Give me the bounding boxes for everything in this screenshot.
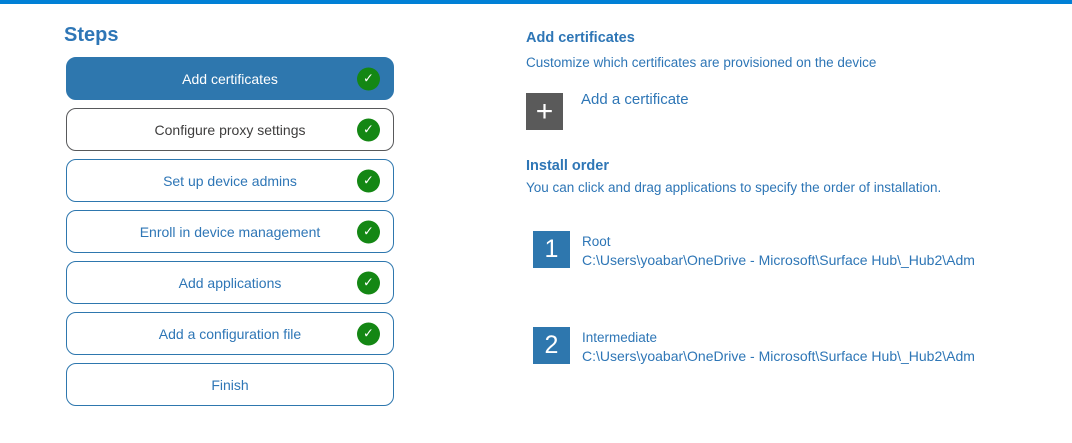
step-add-applications[interactable]: Add applications ✓ <box>66 261 394 304</box>
page-subtitle: Customize which certificates are provisi… <box>526 55 877 70</box>
certificate-path: C:\Users\yoabar\OneDrive - Microsoft\Sur… <box>582 348 975 364</box>
check-icon: ✓ <box>357 169 380 192</box>
check-icon: ✓ <box>357 67 380 90</box>
page-title: Add certificates <box>526 30 635 46</box>
order-number-badge: 2 <box>533 327 570 364</box>
check-icon: ✓ <box>357 271 380 294</box>
step-set-up-device-admins[interactable]: Set up device admins ✓ <box>66 159 394 202</box>
install-order-heading: Install order <box>526 158 609 174</box>
check-icon: ✓ <box>357 220 380 243</box>
step-label: Finish <box>211 376 249 393</box>
order-item-text: Root C:\Users\yoabar\OneDrive - Microsof… <box>582 231 975 269</box>
certificate-name: Intermediate <box>582 330 658 345</box>
step-label: Configure proxy settings <box>154 121 306 138</box>
step-label: Add a configuration file <box>158 325 302 342</box>
steps-panel-title: Steps <box>64 24 119 46</box>
check-icon: ✓ <box>357 322 380 345</box>
order-item-text: Intermediate C:\Users\yoabar\OneDrive - … <box>582 327 975 365</box>
order-number-badge: 1 <box>533 231 570 268</box>
step-label: Add certificates <box>182 70 278 87</box>
steps-list: Add certificates ✓ Configure proxy setti… <box>66 57 396 414</box>
content-pane: Add certificates Customize which certifi… <box>526 30 1046 365</box>
check-icon: ✓ <box>357 118 380 141</box>
step-enroll-in-device-management[interactable]: Enroll in device management ✓ <box>66 210 394 253</box>
step-configure-proxy-settings[interactable]: Configure proxy settings ✓ <box>66 108 394 151</box>
step-label: Set up device admins <box>163 172 297 189</box>
install-order-item[interactable]: 2 Intermediate C:\Users\yoabar\OneDrive … <box>533 327 1046 365</box>
install-order-description: You can click and drag applications to s… <box>526 180 942 195</box>
certificate-path: C:\Users\yoabar\OneDrive - Microsoft\Sur… <box>582 252 975 268</box>
step-add-a-configuration-file[interactable]: Add a configuration file ✓ <box>66 312 394 355</box>
step-label: Add applications <box>178 274 282 291</box>
add-certificate-label: Add a certificate <box>581 91 689 108</box>
step-label: Enroll in device management <box>139 223 321 240</box>
certificate-name: Root <box>582 234 611 249</box>
install-order-section: Install order You can click and drag app… <box>526 158 1046 365</box>
install-order-item[interactable]: 1 Root C:\Users\yoabar\OneDrive - Micros… <box>533 231 1046 269</box>
step-finish[interactable]: Finish <box>66 363 394 406</box>
plus-icon[interactable]: + <box>526 93 563 130</box>
add-certificate-button[interactable]: + Add a certificate <box>526 91 1046 130</box>
step-add-certificates[interactable]: Add certificates ✓ <box>66 57 394 100</box>
top-accent-bar <box>0 0 1072 4</box>
